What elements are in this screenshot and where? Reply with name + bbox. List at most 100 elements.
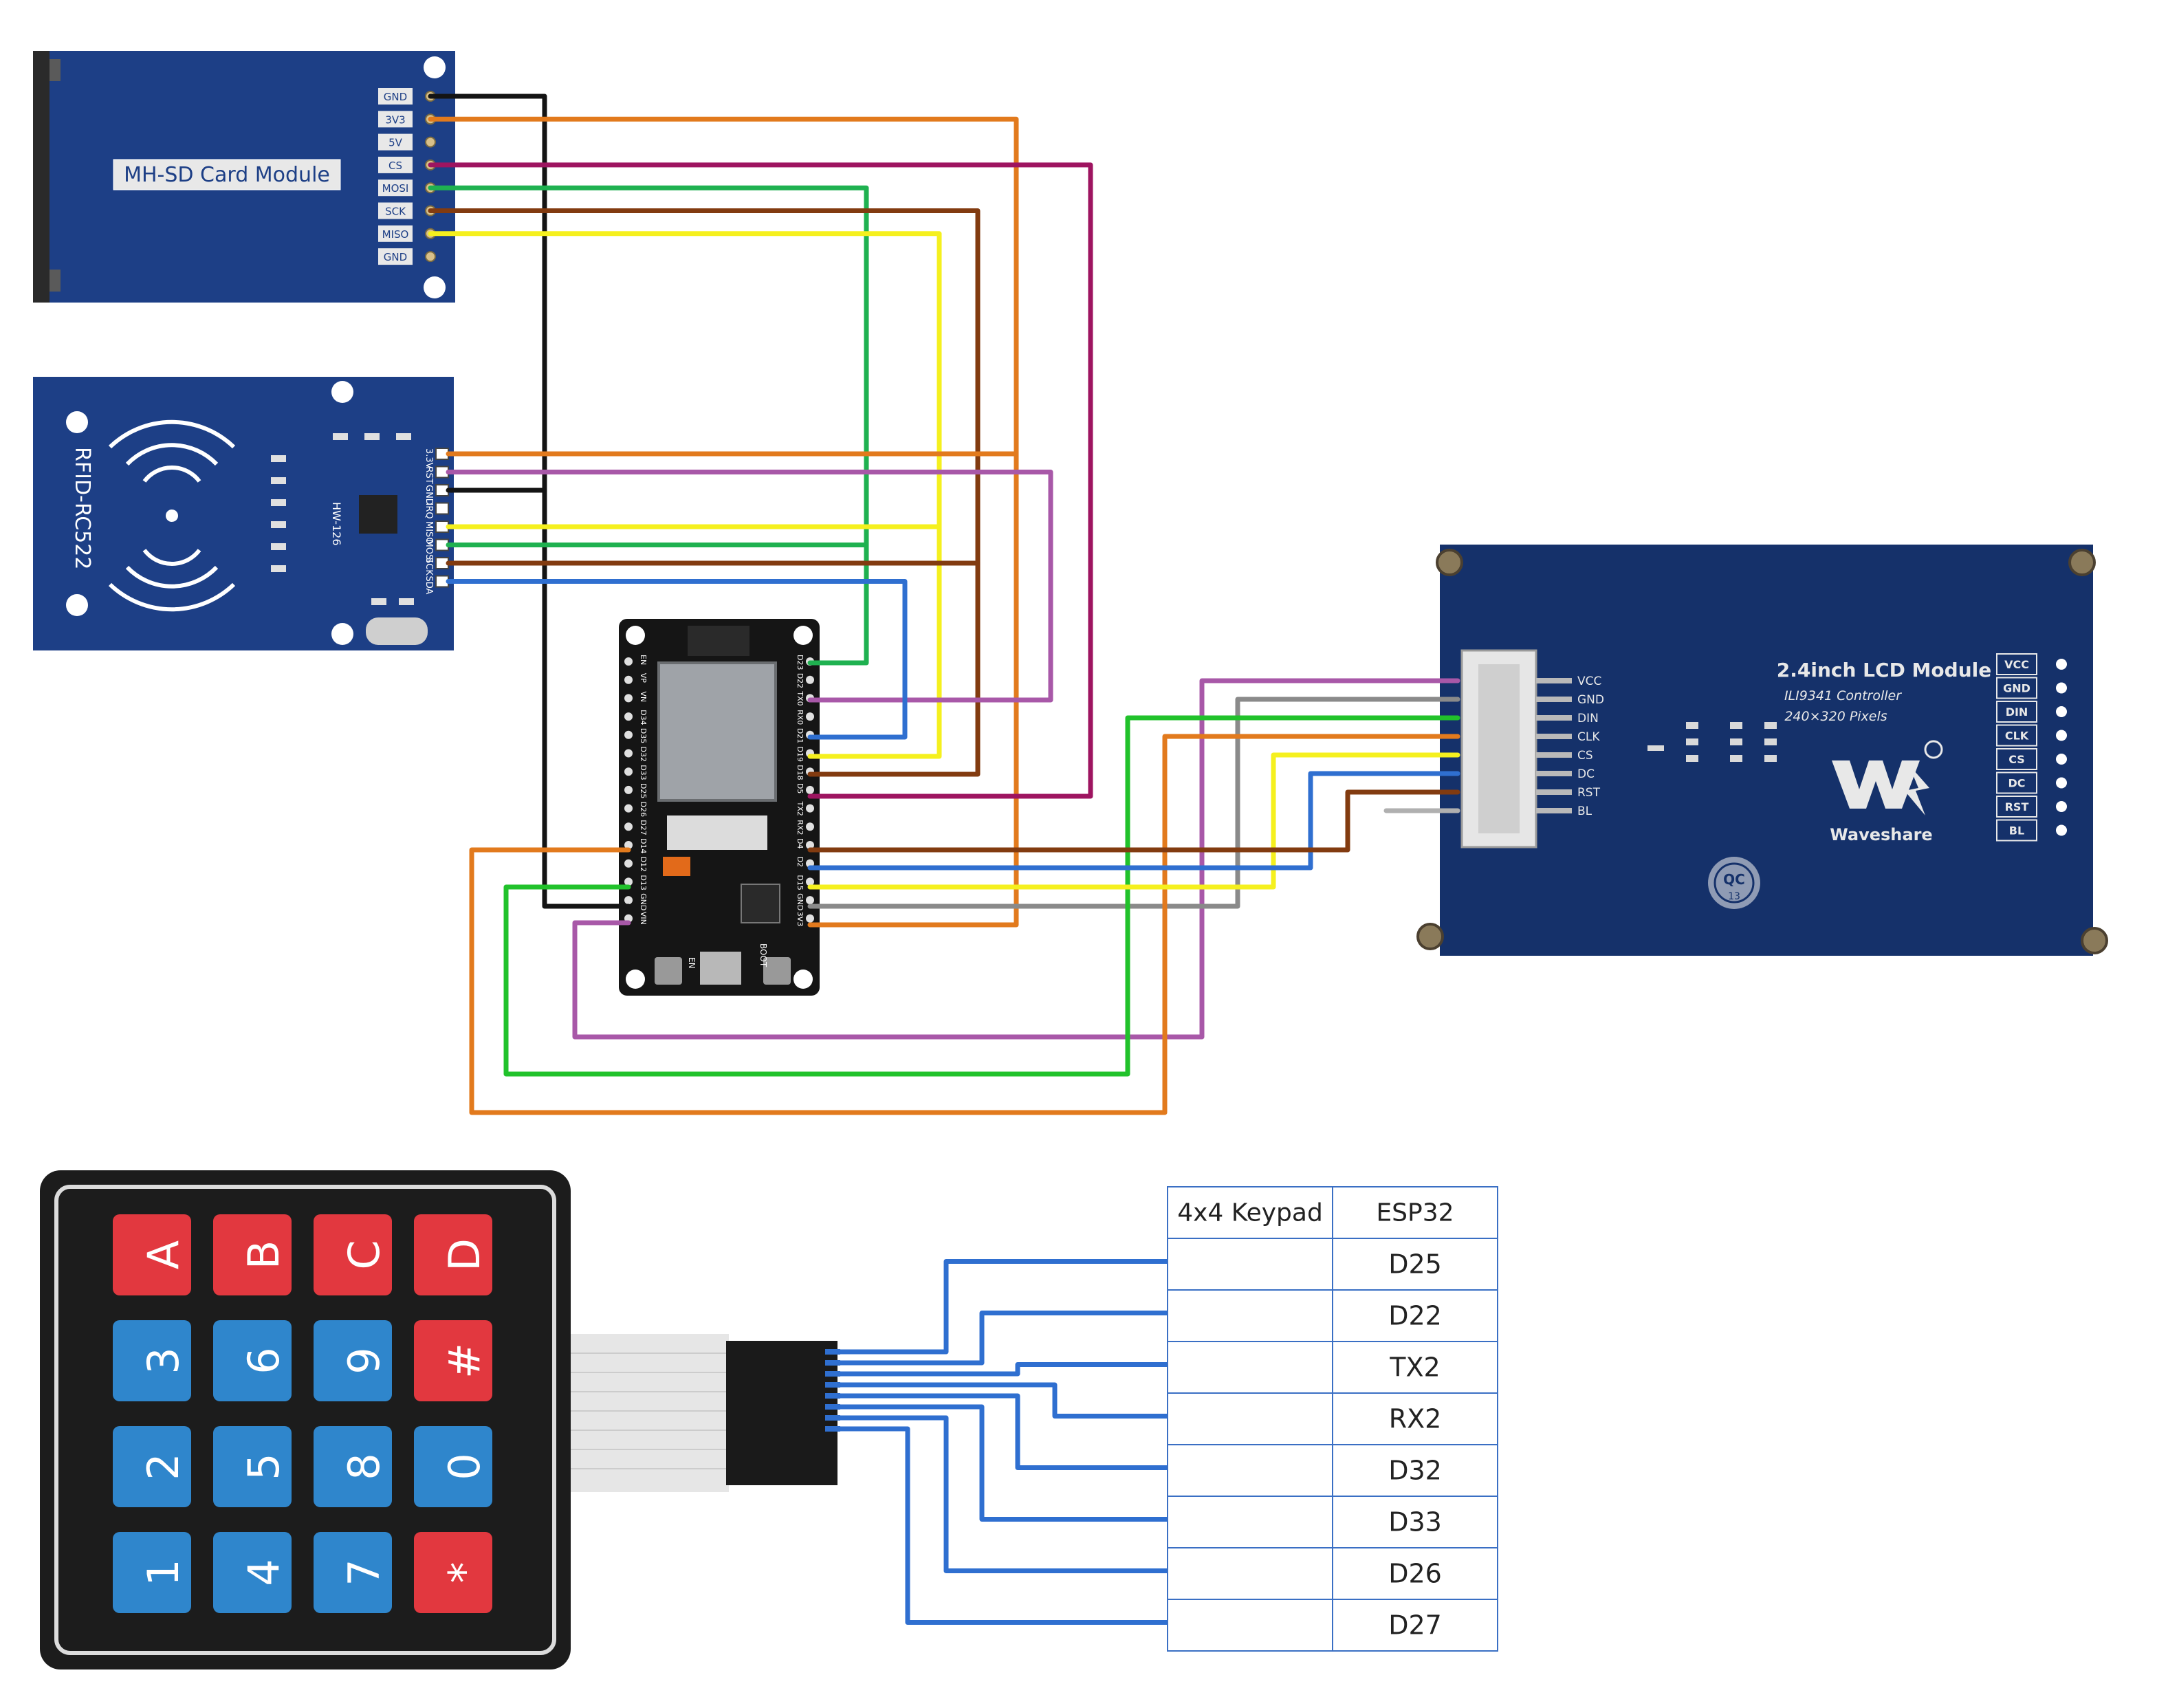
sd-pin-label: GND (384, 251, 407, 263)
wire-lcd-rst (807, 789, 1460, 853)
lcd-side-pin (2056, 801, 2067, 812)
lcd-side-pin-box (1996, 796, 2037, 818)
sd-pin-label-box (378, 179, 413, 197)
wire-sd-cs (428, 162, 1093, 799)
key-sym[interactable]: * (414, 1532, 492, 1613)
key-label: B (239, 1240, 289, 1270)
key-3[interactable]: 3 (113, 1320, 191, 1401)
wire-keypad-4 (833, 1382, 1170, 1419)
table-header-cell: 4x4 Keypad (1177, 1199, 1323, 1227)
esp32-pin (806, 822, 814, 831)
mount-hole-icon (626, 626, 645, 645)
key-d[interactable]: D (414, 1214, 492, 1295)
micro-usb-port-icon (700, 952, 741, 985)
key-5[interactable]: 5 (213, 1426, 292, 1507)
wire-rfid-sda (446, 579, 908, 740)
lcd-connector-pin (1536, 789, 1572, 795)
wire-keypad-5 (833, 1393, 1170, 1470)
key-c[interactable]: C (314, 1214, 392, 1295)
mount-hole-icon (793, 626, 813, 645)
wire-sd-gnd (428, 94, 631, 909)
key-b[interactable]: B (213, 1214, 292, 1295)
key-label: 3 (138, 1347, 188, 1374)
esp32-pin (624, 785, 633, 794)
mount-hole-icon (66, 411, 88, 433)
esp32-pin-label: D25 (639, 783, 648, 798)
key-face (414, 1426, 492, 1507)
key-face (314, 1214, 392, 1295)
key-2[interactable]: 2 (113, 1426, 191, 1507)
rfid-pin-label: SDA (424, 576, 434, 595)
esp32-pin (806, 675, 814, 684)
esp32-pin-label: D22 (796, 673, 804, 688)
keypad-connector-pin (825, 1360, 840, 1366)
lcd-connector-pin (1536, 678, 1572, 683)
key-9[interactable]: 9 (314, 1320, 392, 1401)
esp32-pin-label: D13 (639, 875, 648, 890)
key-4[interactable]: 4 (213, 1532, 292, 1613)
lcd-pin-label: CLK (1577, 730, 1600, 744)
key-label: 5 (239, 1453, 289, 1480)
key-face (414, 1320, 492, 1401)
waveshare-logo-icon (1832, 740, 1943, 815)
esp32-pin (624, 859, 633, 868)
table-cell: D26 (1388, 1559, 1442, 1589)
wire-lcd-din (503, 715, 1460, 1077)
mount-hole-icon (331, 381, 353, 403)
rfid-chip (359, 495, 397, 534)
mount-hole-icon (424, 276, 446, 298)
sd-pin-label: MOSI (382, 182, 409, 195)
lcd-side-pin (2056, 730, 2067, 741)
esp32-pin (806, 896, 814, 905)
en-button[interactable] (655, 957, 682, 985)
key-8[interactable]: 8 (314, 1426, 392, 1507)
esp32-pin (624, 675, 633, 684)
esp32-pin-label: RX0 (796, 710, 804, 725)
key-label: 9 (339, 1347, 389, 1374)
qc-badge-number: 13 (1728, 891, 1740, 902)
key-6[interactable]: 6 (213, 1320, 292, 1401)
wire-lcd-clk (469, 734, 1460, 1115)
esp32-pin-label: D27 (639, 820, 648, 835)
key-7[interactable]: 7 (314, 1532, 392, 1613)
rfid-pin-label: MISO (424, 521, 434, 545)
esp32-pin-label: D2 (796, 857, 804, 867)
esp32-pin-label: D26 (639, 802, 648, 817)
sd-pin-label-box (378, 133, 413, 151)
key-face (113, 1532, 191, 1613)
boot-button[interactable] (763, 957, 791, 985)
key-sym[interactable]: # (414, 1320, 492, 1401)
sd-module-title: MH-SD Card Module (124, 163, 330, 187)
rfid-pin (435, 502, 449, 515)
lcd-side-pin (2056, 682, 2067, 694)
esp32-pin-label: D4 (796, 838, 804, 848)
key-1[interactable]: 1 (113, 1532, 191, 1613)
qc-badge-label: QC (1723, 871, 1745, 888)
esp32-pin-label: TX0 (796, 690, 804, 705)
lcd-board (1440, 545, 2093, 956)
wire-lcd-cs (807, 752, 1460, 890)
wire-keypad-3 (833, 1362, 1170, 1377)
esp32-pin (624, 896, 633, 905)
lcd-side-pin-label: GND (2003, 682, 2030, 695)
key-a[interactable]: A (113, 1214, 191, 1295)
sd-pin-label: CS (388, 160, 402, 172)
wire-layer (428, 94, 1460, 1625)
esp32-right-pin-header: D23D22TX0RX0D21D19D18D5TX2RX2D4D2D15GND3… (796, 655, 814, 926)
table-cell: D27 (1388, 1610, 1442, 1641)
key-face (414, 1214, 492, 1295)
lcd-side-pin-box (1996, 701, 2037, 723)
mount-hole-icon (793, 970, 813, 989)
key-0[interactable]: 0 (414, 1426, 492, 1507)
esp32-pin-label: D35 (639, 728, 648, 743)
rfid-pin-label: MOSI (424, 540, 434, 563)
lcd-controller: ILI9341 Controller (1784, 688, 1902, 703)
key-face (113, 1320, 191, 1401)
lcd-side-pin-box (1996, 653, 2037, 675)
lcd-side-pin-label: BL (2009, 824, 2024, 837)
esp32-pin (624, 749, 633, 758)
